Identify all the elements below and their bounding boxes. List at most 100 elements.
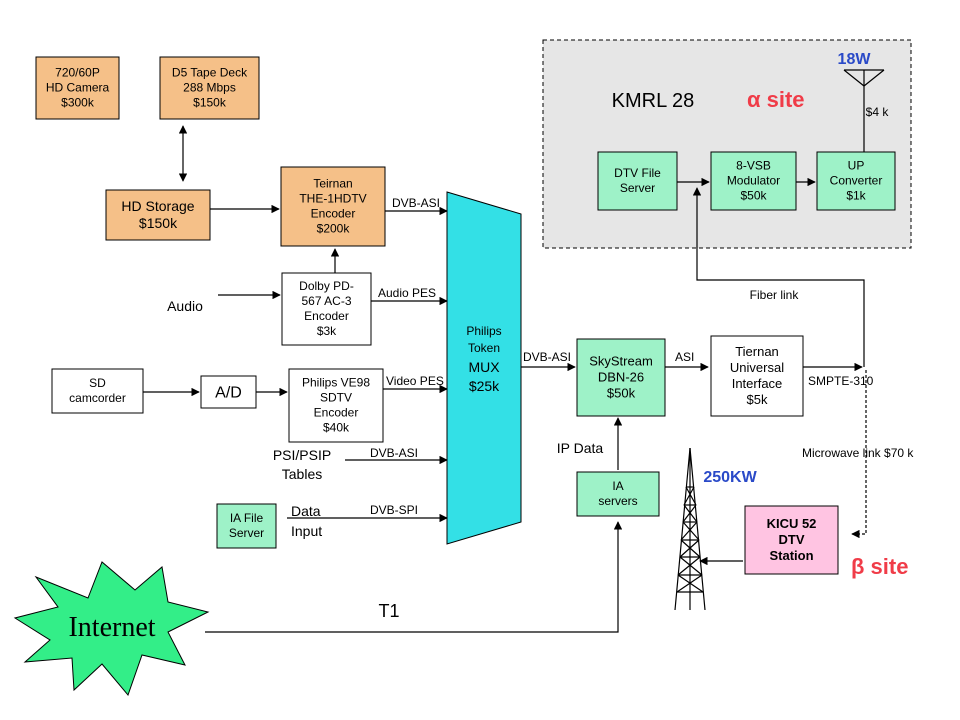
tape-deck-line-2: 288 Mbps xyxy=(183,81,236,95)
philips-encoder-line-4: $40k xyxy=(323,421,350,435)
smpte-label: SMPTE-310 xyxy=(808,374,874,388)
tape-deck-line-1: D5 Tape Deck xyxy=(172,66,248,80)
tiernan-interface-line-2: Universal xyxy=(730,360,784,375)
kicu-line-1: KICU 52 xyxy=(767,516,817,531)
data-input-label-line-2: Input xyxy=(291,523,322,539)
teirnan-encoder-rect xyxy=(280,166,386,247)
up-converter-rect xyxy=(816,151,896,211)
modulator-line-2: Modulator xyxy=(727,174,780,188)
hd-camera-line-2: HD Camera xyxy=(46,81,110,95)
sd-camcorder-rect xyxy=(51,368,144,414)
internet-burst: Internet xyxy=(13,561,210,696)
philips-encoder-line-3: Encoder xyxy=(314,406,359,420)
modulator-line-1: 8-VSB xyxy=(736,159,771,173)
psi-psip-label-line-2: Tables xyxy=(282,466,322,482)
dolby-encoder-line-4: $3k xyxy=(317,324,337,338)
transmission-tower-icon xyxy=(674,447,706,611)
dolby-encoder-rect xyxy=(281,272,372,346)
audio-label: Audio xyxy=(167,298,203,314)
tape-deck-rect xyxy=(159,56,260,120)
kicu-line-2: DTV xyxy=(779,532,805,547)
dvb-asi-encoder-label: DVB-ASI xyxy=(392,196,440,210)
internet-starburst-shape xyxy=(13,561,210,696)
kicu-rect xyxy=(744,505,839,575)
modulator-line-3: $50k xyxy=(740,189,767,203)
fiber-link-line xyxy=(692,187,865,367)
ia-file-server-rect xyxy=(216,503,277,549)
mux-shape xyxy=(446,191,522,545)
alpha-site-label: α site xyxy=(747,87,805,112)
antenna-cost-label: $4 k xyxy=(866,105,890,119)
ia-servers-rect xyxy=(576,471,660,517)
philips-mux: Philips Token MUX $25k xyxy=(446,191,522,545)
psi-psip-label-line-1: PSI/PSIP xyxy=(273,447,331,463)
ip-data-label: IP Data xyxy=(557,440,604,456)
tiernan-interface-rect xyxy=(710,335,804,417)
hd-storage-line-1: HD Storage xyxy=(121,198,194,214)
kmrl-site-panel xyxy=(542,39,912,249)
dtv-file-server-line-2: Server xyxy=(620,181,655,195)
labels: Audio PSI/PSIP Tables Data Input DVB-ASI… xyxy=(167,51,914,621)
dtv-file-server-line-1: DTV File xyxy=(614,166,661,180)
philips-encoder-line-1: Philips VE98 xyxy=(302,376,370,390)
up-converter-line-3: $1k xyxy=(846,189,866,203)
hd-storage-box: HD Storage$150k xyxy=(105,189,211,241)
microwave-link-label: Microwave link $70 k xyxy=(802,446,914,460)
hd-camera-rect xyxy=(35,56,120,120)
internet-label: Internet xyxy=(68,612,155,643)
tiernan-interface-line-3: Interface xyxy=(732,376,783,391)
hd-camera-line-3: $300k xyxy=(61,96,95,110)
t1-label: T1 xyxy=(378,601,399,621)
ia-servers-line-2: servers xyxy=(598,494,637,508)
dtv-file-server-rect xyxy=(597,151,678,211)
skystream-rect xyxy=(576,338,666,417)
hd-storage-line-2: $150k xyxy=(139,215,178,231)
kmrl-label: KMRL 28 xyxy=(612,90,695,112)
beta-site-label: β site xyxy=(851,554,908,579)
dvb-asi-psi-label: DVB-ASI xyxy=(370,446,418,460)
power-250kw-label: 250KW xyxy=(703,469,757,486)
kicu-line-3: Station xyxy=(769,548,813,563)
tape-deck-line-3: $150k xyxy=(193,96,227,110)
tiernan-interface-line-1: Tiernan xyxy=(735,344,779,359)
skystream-line-3: $50k xyxy=(607,386,636,401)
sd-camcorder-line-2: camcorder xyxy=(69,391,126,405)
antenna-icon xyxy=(843,69,885,87)
ad-box: A/D xyxy=(200,375,257,409)
ad-line-1: A/D xyxy=(215,385,242,402)
teirnan-encoder-line-2: THE-1HDTV xyxy=(299,192,366,206)
dolby-encoder-line-1: Dolby PD- xyxy=(299,279,354,293)
mux-line-1: Philips xyxy=(466,324,501,338)
tiernan-interface-line-4: $5k xyxy=(747,392,768,407)
data-input-label-line-1: Data xyxy=(291,503,321,519)
dolby-encoder-line-2: 567 AC-3 xyxy=(301,294,351,308)
power-18w-label: 18W xyxy=(838,51,872,68)
philips-encoder-rect xyxy=(288,368,384,443)
philips-encoder-line-2: SDTV xyxy=(320,391,352,405)
audio-pes-label: Audio PES xyxy=(378,286,436,300)
up-converter-line-2: Converter xyxy=(830,174,883,188)
hd-camera-line-1: 720/60P xyxy=(55,66,100,80)
asi-label: ASI xyxy=(675,350,694,364)
sd-camcorder-line-1: SD xyxy=(89,376,106,390)
mux-line-2: Token xyxy=(468,341,500,355)
mux-line-3: MUX xyxy=(468,359,500,375)
skystream-line-1: SkyStream xyxy=(589,354,653,369)
ia-servers-line-1: IA xyxy=(612,479,623,493)
hd-storage-rect xyxy=(105,189,211,241)
teirnan-encoder-line-1: Teirnan xyxy=(313,177,352,191)
modulator-rect xyxy=(710,151,797,211)
teirnan-encoder-line-4: $200k xyxy=(317,222,351,236)
ia-file-server-line-2: Server xyxy=(229,526,264,540)
